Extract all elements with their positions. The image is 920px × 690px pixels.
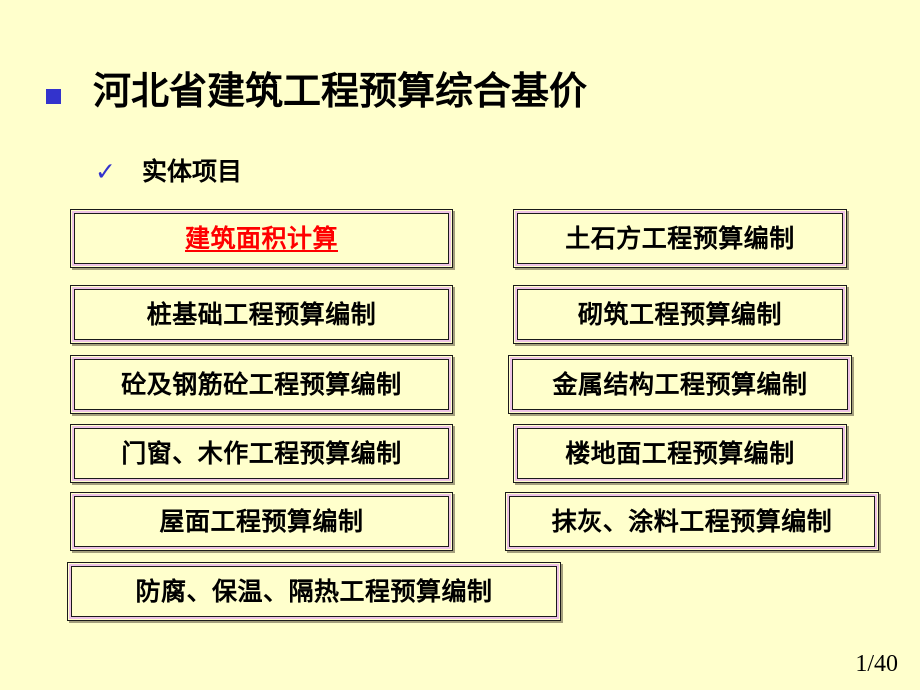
topic-box-inner: 土石方工程预算编制 (517, 213, 843, 264)
topic-box-inner: 金属结构工程预算编制 (512, 359, 848, 410)
topic-box-inner: 门窗、木作工程预算编制 (74, 428, 449, 479)
slide-subtitle: ✓ 实体项目 (95, 152, 242, 188)
topic-box-building-area[interactable]: 建筑面积计算 (70, 209, 453, 268)
topic-box-inner: 屋面工程预算编制 (74, 496, 449, 547)
topic-box-label: 楼地面工程预算编制 (565, 439, 795, 468)
topic-box-inner: 建筑面积计算 (74, 213, 449, 264)
slide-title-text: 河北省建筑工程预算综合基价 (93, 69, 588, 113)
topic-box-anticorrosion-insulation[interactable]: 防腐、保温、隔热工程预算编制 (67, 562, 561, 621)
topic-box-roofing[interactable]: 屋面工程预算编制 (70, 492, 453, 551)
page-number: 1/40 (855, 651, 898, 677)
square-bullet-icon (46, 89, 61, 105)
topic-box-label: 土石方工程预算编制 (565, 224, 795, 253)
topic-box-concrete-rebar[interactable]: 砼及钢筋砼工程预算编制 (70, 355, 453, 414)
topic-box-inner: 防腐、保温、隔热工程预算编制 (71, 566, 557, 617)
topic-box-label: 砌筑工程预算编制 (577, 300, 782, 329)
topic-box-label: 建筑面积计算 (184, 224, 338, 253)
topic-box-metal-structure[interactable]: 金属结构工程预算编制 (508, 355, 852, 414)
topic-box-inner: 楼地面工程预算编制 (517, 428, 843, 479)
slide-subtitle-text: 实体项目 (141, 157, 242, 186)
topic-box-label: 屋面工程预算编制 (159, 507, 364, 536)
topic-box-pile-foundation[interactable]: 桩基础工程预算编制 (70, 285, 453, 344)
topic-box-plaster-coating[interactable]: 抹灰、涂料工程预算编制 (505, 492, 879, 551)
topic-box-floor-surface[interactable]: 楼地面工程预算编制 (513, 424, 847, 483)
topic-box-inner: 桩基础工程预算编制 (74, 289, 449, 340)
topic-box-inner: 抹灰、涂料工程预算编制 (509, 496, 875, 547)
topic-box-inner: 砌筑工程预算编制 (517, 289, 843, 340)
topic-box-doors-windows-woodwork[interactable]: 门窗、木作工程预算编制 (70, 424, 453, 483)
check-bullet-icon: ✓ (95, 156, 116, 186)
topic-box-label: 金属结构工程预算编制 (552, 370, 808, 399)
slide-title: 河北省建筑工程预算综合基价 (46, 69, 588, 113)
topic-box-label: 门窗、木作工程预算编制 (121, 439, 402, 468)
topic-box-label: 防腐、保温、隔热工程预算编制 (135, 577, 493, 606)
topic-box-label: 砼及钢筋砼工程预算编制 (121, 370, 402, 399)
topic-box-earthwork[interactable]: 土石方工程预算编制 (513, 209, 847, 268)
topic-box-inner: 砼及钢筋砼工程预算编制 (74, 359, 449, 410)
topic-box-masonry[interactable]: 砌筑工程预算编制 (513, 285, 847, 344)
topic-box-label: 桩基础工程预算编制 (146, 300, 377, 329)
topic-box-label: 抹灰、涂料工程预算编制 (551, 507, 833, 536)
